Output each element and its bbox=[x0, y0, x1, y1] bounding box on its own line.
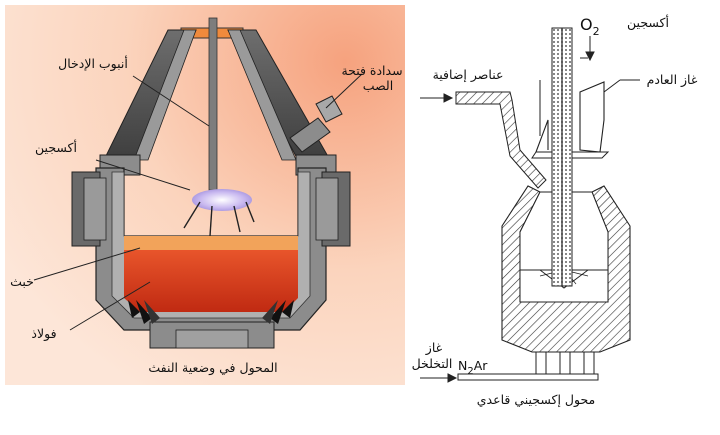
blowing-converter: أنبوب الإدخال أكسجين سدادة فتحة الصب خبث… bbox=[5, 5, 405, 385]
steel-label: فولاذ bbox=[31, 326, 56, 342]
slag-layer bbox=[124, 236, 298, 250]
slag-label: خبث bbox=[10, 274, 34, 289]
exhaust-label: غاز العادم bbox=[647, 72, 698, 88]
n2ar-ar: Ar bbox=[474, 358, 489, 373]
additions-chute bbox=[455, 91, 547, 189]
lance-label: أنبوب الإدخال bbox=[58, 55, 128, 72]
stir-gas-label-2: التخلخل bbox=[412, 356, 453, 371]
tap-hole-label-2: الصب bbox=[363, 78, 393, 93]
n2ar-subscript: 2 bbox=[467, 366, 473, 377]
bottom-tuyeres bbox=[535, 351, 595, 375]
left-caption: المحول في وضعية النفث bbox=[148, 360, 277, 376]
jet-streams bbox=[183, 201, 255, 237]
o2-subscript: 2 bbox=[593, 25, 600, 38]
leader-lines bbox=[33, 73, 363, 331]
molten-steel bbox=[124, 250, 298, 312]
stir-gas-pipe bbox=[457, 373, 599, 381]
bottom-tuyere-left-arrow bbox=[128, 300, 160, 324]
stir-gas-label-1: غاز bbox=[425, 340, 443, 356]
o2-label: O2 bbox=[580, 15, 600, 38]
left-oxygen-label: أكسجين bbox=[35, 139, 77, 156]
tap-hole-stopper bbox=[289, 95, 343, 153]
o2-letter: O bbox=[580, 15, 593, 34]
basic-oxygen-converter: أكسجين O2 عناصر إضافية غاز العادم غاز ال… bbox=[412, 14, 698, 408]
jet-cone bbox=[539, 269, 589, 289]
right-oxygen-label: أكسجين bbox=[627, 14, 669, 31]
arrows bbox=[420, 36, 595, 383]
tap-hole-label-1: سدادة فتحة bbox=[341, 63, 402, 78]
right-leader-lines bbox=[539, 79, 640, 136]
oxygen-lance bbox=[208, 17, 218, 191]
n2ar-label: N2Ar bbox=[458, 358, 488, 377]
right-caption: محول إكسجيني قاعدي bbox=[477, 392, 595, 408]
bottom-tuyere-right-arrow bbox=[262, 300, 294, 324]
oxygen-jet bbox=[192, 189, 252, 211]
additions-label: عناصر إضافية bbox=[433, 67, 504, 83]
n2ar-n: N bbox=[458, 358, 467, 373]
